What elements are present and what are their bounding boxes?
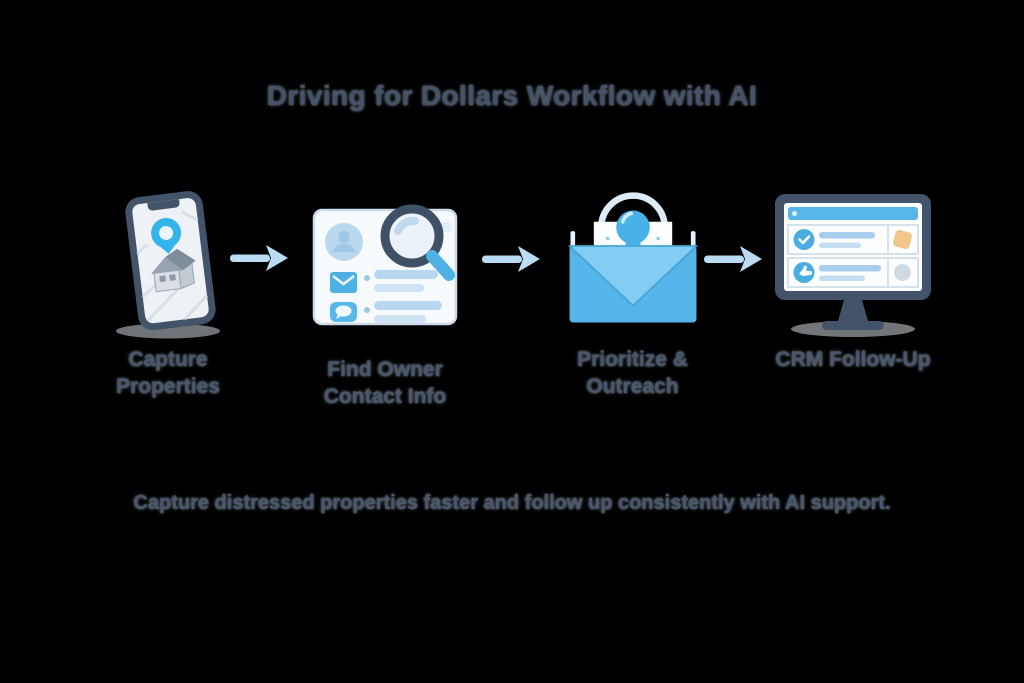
envelope-small-icon bbox=[330, 272, 357, 293]
crm-monitor-graphic bbox=[775, 194, 931, 337]
owner-contact-card-icon bbox=[305, 190, 465, 350]
phone-map-pin-graphic bbox=[116, 191, 220, 339]
arrow-right-icon bbox=[482, 246, 540, 272]
step-find-owner-contact-info: Find Owner Contact Info bbox=[305, 190, 465, 410]
magnifier-icon bbox=[380, 204, 455, 281]
step-label: CRM Follow-Up bbox=[775, 348, 931, 371]
arrow-right-icon bbox=[704, 246, 762, 272]
diagram-title: Driving for Dollars Workflow with AI bbox=[266, 80, 758, 111]
owner-contact-card-graphic bbox=[312, 204, 458, 326]
step-label: Prioritize & Outreach bbox=[577, 348, 688, 398]
step-capture-properties: Capture Properties bbox=[93, 190, 243, 400]
map-pin-icon bbox=[151, 217, 182, 254]
envelope-lightbulb-icon bbox=[550, 190, 715, 340]
diagram-caption: Capture distressed properties faster and… bbox=[133, 492, 891, 514]
step-label: Capture Properties bbox=[116, 348, 220, 398]
step-prioritize-outreach: Prioritize & Outreach bbox=[550, 190, 715, 400]
phone-map-pin-icon bbox=[93, 190, 243, 340]
crm-row-2 bbox=[787, 257, 919, 288]
crm-row-1 bbox=[787, 224, 919, 255]
crm-monitor-icon bbox=[758, 190, 948, 340]
envelope-lightbulb-graphic bbox=[568, 192, 697, 323]
step-label: Find Owner Contact Info bbox=[323, 358, 447, 408]
avatar-icon bbox=[325, 223, 363, 261]
house-icon bbox=[150, 248, 196, 293]
chat-bubble-icon bbox=[330, 302, 357, 322]
step-crm-follow-up: CRM Follow-Up bbox=[758, 190, 948, 373]
arrow-right-icon bbox=[230, 245, 288, 271]
